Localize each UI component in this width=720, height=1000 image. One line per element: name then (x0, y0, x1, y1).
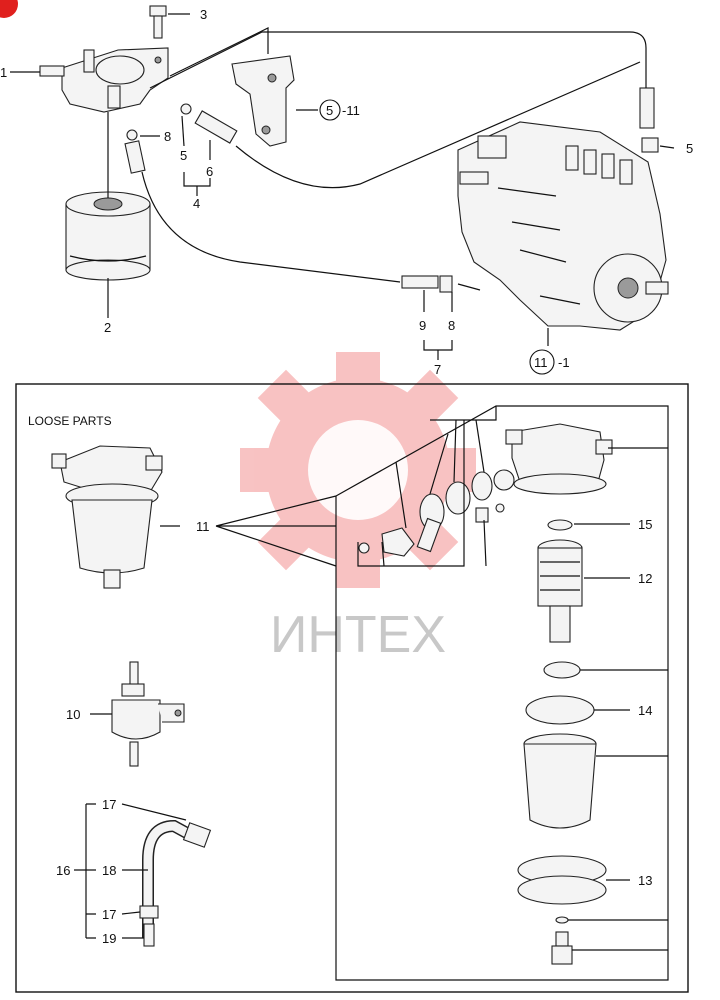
filter-cartridge-part (65, 191, 151, 281)
callout-9: 9 (419, 318, 426, 333)
svg-text:11: 11 (534, 355, 548, 370)
bolt-part (149, 5, 167, 39)
callout-11-1: 11 -1 (529, 349, 570, 375)
callout-15: 15 (638, 517, 652, 532)
callout-11: 11 (196, 519, 210, 534)
bracket-part (231, 55, 295, 147)
callout-1: 1 (0, 65, 7, 80)
injection-pump-part (457, 121, 669, 331)
callout-13: 13 (638, 873, 652, 888)
callout-5-11: 5 -11 (319, 99, 360, 121)
svg-text:-1: -1 (558, 355, 570, 370)
callout-8: 8 (448, 318, 455, 333)
fuel-filter-assembly-part (51, 445, 163, 589)
callout-12: 12 (638, 571, 652, 586)
callout-16: 16 (56, 863, 70, 878)
hose-clip-parts (124, 103, 238, 174)
fuel-pump-part (111, 661, 185, 767)
callout-7: 7 (434, 362, 441, 377)
watermark-text: ИНТЕХ (270, 606, 446, 664)
callout-19: 19 (102, 931, 116, 946)
callout-14: 14 (638, 703, 652, 718)
callout-17: 17 (102, 797, 116, 812)
callout-6: 6 (206, 164, 213, 179)
filter-head-part (39, 47, 169, 113)
exploded-view-frame (335, 405, 669, 981)
callout-17: 17 (102, 907, 116, 922)
callout-3: 3 (200, 7, 207, 22)
return-hose-part (401, 87, 659, 293)
callout-5: 5 (180, 148, 187, 163)
loose-leader-lines (74, 406, 668, 951)
loose-parts-title: LOOSE PARTS (28, 414, 112, 428)
loose-parts-frame (15, 383, 689, 993)
callout-4: 4 (193, 196, 200, 211)
callout-18: 18 (102, 863, 116, 878)
exploded-filter-parts (358, 423, 613, 965)
watermark-gear-hole (308, 420, 408, 520)
hose-assembly-part (139, 819, 212, 947)
callout-10: 10 (66, 707, 80, 722)
callout-8: 8 (164, 129, 171, 144)
corner-marker (0, 0, 18, 18)
callout-5: 5 (686, 141, 693, 156)
upper-leader-lines (10, 13, 675, 360)
svg-text:-11: -11 (342, 103, 360, 118)
svg-text:5: 5 (326, 103, 333, 118)
callout-2: 2 (104, 320, 111, 335)
